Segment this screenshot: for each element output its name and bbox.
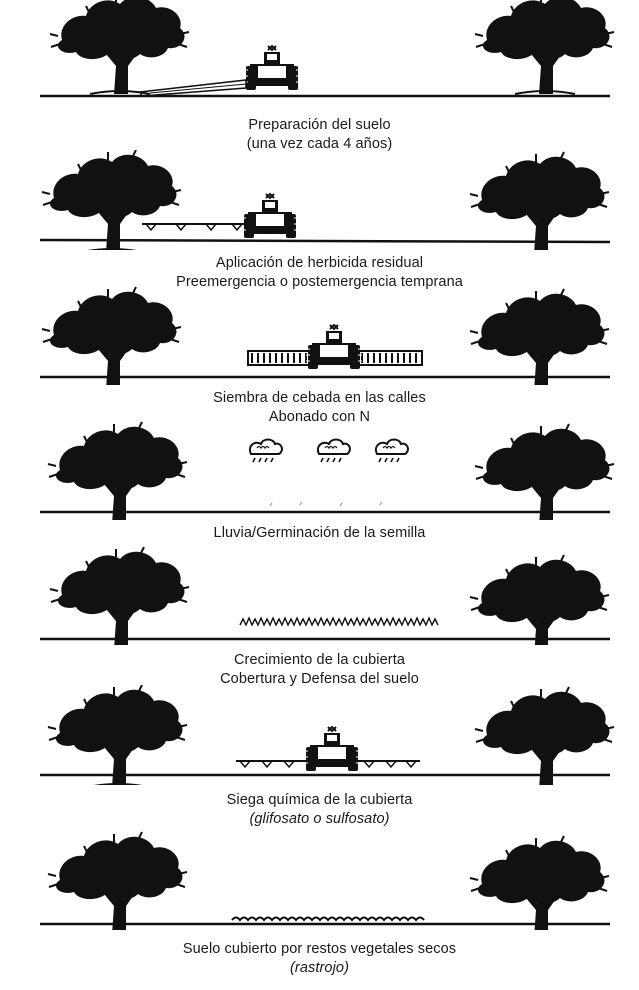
caption-line-1: Preparación del suelo [248,117,391,133]
stage-caption: Suelo cubierto por restos vegetales seco… [0,940,639,978]
olive-tree-left-icon [49,546,190,645]
caption-line-2: Preemergencia o postemergencia temprana [176,274,463,290]
olive-tree-right-icon [469,554,610,645]
olive-tree-right-icon [474,0,615,95]
stage-illustration [39,150,611,250]
olive-tree-right-icon [469,151,610,250]
tractor-icon [305,324,363,370]
stage-stubble-soil: Suelo cubierto por restos vegetales seco… [0,830,639,990]
stage-illustration [40,0,615,98]
olive-tree-right-icon [469,288,610,385]
caption-line-1: Siega química de la cubierta [226,792,413,808]
stage-caption: Aplicación de herbicida residual Preemer… [0,254,639,292]
stage-illustration [40,421,615,520]
caption-line-2: Abonado con N [268,409,371,425]
stage-illustration [40,286,610,385]
stage-caption: Lluvia/Germinación de la semilla [0,524,639,543]
caption-line-1: Aplicación de herbicida residual [215,255,424,271]
stage-illustration [40,546,610,645]
rain-cloud-icon [374,438,409,463]
stage-caption: Crecimiento de la cubierta Cobertura y D… [0,651,639,689]
stage-barley-sowing: Siembra de cebada en las calles Abonado … [0,285,639,430]
caption-line-2: (una vez cada 4 años) [246,136,393,152]
stage-herbicide-application: Aplicación de herbicida residual Preemer… [0,150,639,295]
rain-cloud-icon [248,438,283,463]
olive-tree-left-icon [41,286,182,385]
tractor-icon [241,193,299,239]
caption-line-1: Lluvia/Germinación de la semilla [213,525,426,541]
stage-caption: Preparación del suelo (una vez cada 4 añ… [0,116,639,154]
stage-cover-growth: Crecimiento de la cubierta Cobertura y D… [0,545,639,695]
sprayer-boom-icon [142,223,246,232]
tractor-with-plow-icon [243,45,301,91]
caption-line-1: Siembra de cebada en las calles [213,390,426,406]
stage-illustration [40,831,610,930]
ground-line [39,238,611,244]
stage-rain-germination: Lluvia/Germinación de la semilla [0,420,639,545]
caption-line-1: Suelo cubierto por restos vegetales seco… [182,941,457,957]
olive-tree-right-icon [474,686,615,785]
caption-line-2: Cobertura y Defensa del suelo [220,671,419,687]
tractor-icon [303,726,361,772]
stage-illustration [40,685,615,785]
stage-caption: Siega química de la cubierta (glifosato … [0,791,639,829]
stage-caption: Siembra de cebada en las calles Abonado … [0,389,639,427]
olive-tree-left-icon [41,150,182,250]
caption-line-1: Crecimiento de la cubierta [233,652,406,668]
caption-line-2: (rastrojo) [289,960,349,976]
olive-tree-right-icon [474,423,615,520]
dry-stubble-icon [231,916,425,922]
olive-tree-left-icon [47,421,188,520]
germinating-seeds [269,501,383,507]
plow-implement-icon [138,79,247,97]
olive-tree-left-icon [47,831,188,930]
olive-tree-right-icon [469,835,610,930]
stage-chemical-mowing: Siega química de la cubierta (glifosato … [0,685,639,835]
cover-crop-vegetation-icon [239,616,439,627]
caption-line-2: (glifosato o sulfosato) [249,811,390,827]
rain-cloud-icon [316,438,351,463]
stage-soil-preparation: Preparación del suelo (una vez cada 4 añ… [0,0,639,160]
olive-tree-left-icon [47,685,188,785]
olive-tree-left-icon [49,0,190,95]
